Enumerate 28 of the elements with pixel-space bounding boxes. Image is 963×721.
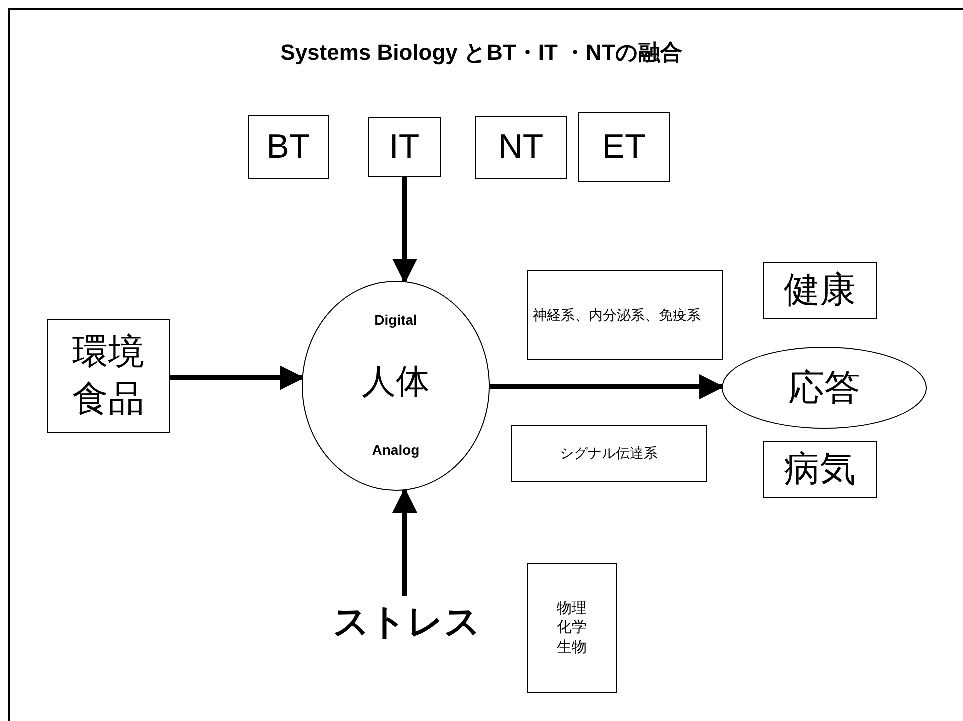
node-label: 神経系、内分泌系、免疫系: [533, 306, 702, 324]
arrow: [392, 488, 418, 596]
analog-label: Analog: [371, 442, 421, 459]
text-box: [527, 563, 617, 693]
node-label: シグナル伝達系: [559, 444, 659, 463]
text-box: [578, 112, 670, 182]
node-label: 病気: [783, 447, 857, 492]
digital-label: Digital: [374, 312, 418, 329]
text-box: [475, 116, 567, 179]
node-label: 健康: [783, 268, 857, 312]
node-label: IT: [388, 126, 421, 168]
text-box: [47, 319, 170, 433]
title: Systems Biology とBT・IT ・NTの融合: [280, 39, 684, 67]
node-label: ストレス: [332, 600, 482, 644]
arrow: [392, 177, 418, 284]
text-box: [511, 425, 707, 482]
node-label: NT: [497, 127, 545, 168]
node-label: 応答: [788, 366, 862, 410]
text-box: [368, 117, 441, 177]
node-label: ET: [601, 126, 647, 168]
text-box: [248, 115, 329, 179]
text-box: [763, 441, 877, 498]
body-label: 人体: [361, 362, 431, 403]
text-box: [527, 270, 723, 360]
node-label: BT: [266, 126, 312, 168]
node-label: 物理化学生物: [556, 598, 588, 658]
node-label: 環境食品: [72, 330, 146, 421]
text-box: [763, 262, 877, 319]
